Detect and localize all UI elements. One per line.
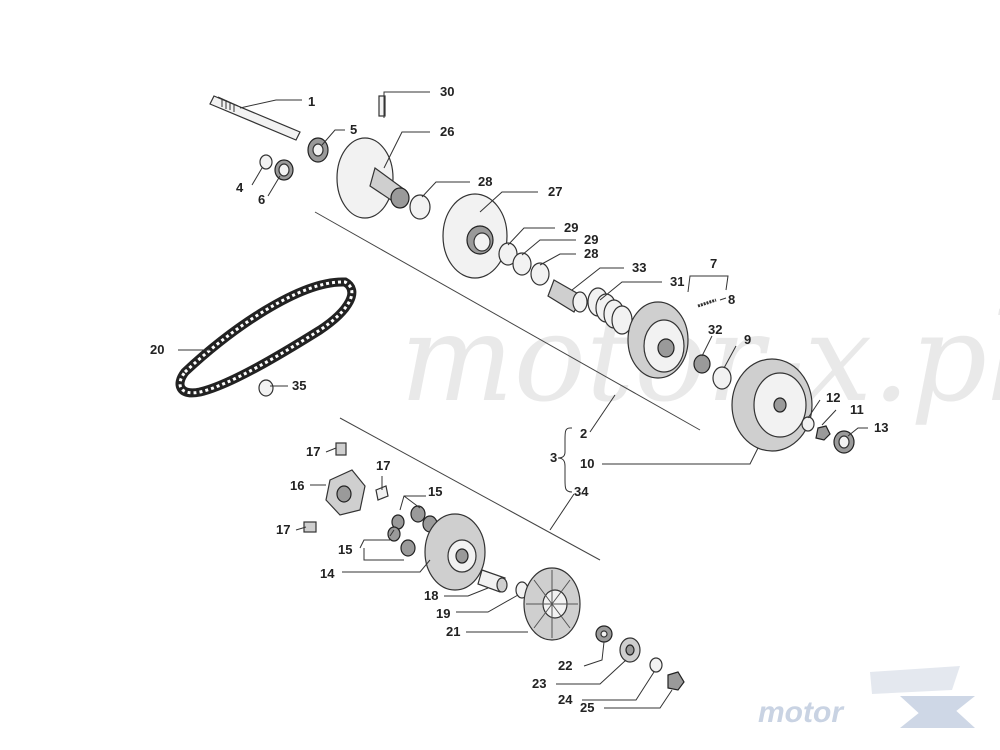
part-label-4: 4: [236, 180, 244, 195]
bearing-part: [619, 637, 641, 663]
part-label-17-c: 17: [276, 522, 290, 537]
bushing-part: [477, 569, 508, 593]
part-label-3: 3: [550, 450, 557, 465]
washer-part: [712, 366, 732, 390]
part-label-21: 21: [446, 624, 460, 639]
brand-logo: motor: [758, 666, 975, 729]
slider-part: [375, 485, 389, 501]
part-label-6: 6: [258, 192, 265, 207]
part-label-17-b: 17: [376, 458, 390, 473]
part-label-1: 1: [308, 94, 315, 109]
slider-part: [335, 442, 347, 456]
part-label-26: 26: [440, 124, 454, 139]
part-label-9: 9: [744, 332, 751, 347]
lower-divider-line: [339, 417, 601, 561]
part-label-25: 25: [580, 700, 594, 715]
fan-pulley-part: [523, 567, 581, 641]
part-label-2: 2: [580, 426, 587, 441]
shaft-part: [209, 95, 301, 141]
part-label-28-b: 28: [584, 246, 598, 261]
part-label-32: 32: [708, 322, 722, 337]
upper-divider-line: [314, 211, 701, 431]
washer-part: [649, 657, 663, 673]
part-label-35: 35: [292, 378, 306, 393]
part-label-28: 28: [478, 174, 492, 189]
part-label-30: 30: [440, 84, 454, 99]
part-label-18: 18: [424, 588, 438, 603]
o-ring-part: [409, 194, 431, 220]
part-label-29-b: 29: [584, 232, 598, 247]
circlip-part: [259, 154, 273, 170]
part-label-7: 7: [710, 256, 717, 271]
part-label-17: 17: [306, 444, 320, 459]
part-label-27: 27: [548, 184, 562, 199]
part-label-34: 34: [574, 484, 589, 499]
seal-part: [274, 159, 294, 181]
part-label-29: 29: [564, 220, 578, 235]
bearing-part: [833, 430, 855, 454]
leader-lines: [178, 91, 868, 709]
washer-part: [801, 416, 815, 432]
part-label-12: 12: [826, 390, 840, 405]
part-label-5: 5: [350, 122, 357, 137]
clutch-spring-part: [697, 298, 717, 308]
part-label-33: 33: [632, 260, 646, 275]
part-label-31: 31: [670, 274, 684, 289]
movable-half-pulley-part: [442, 193, 508, 279]
part-label-8: 8: [728, 292, 735, 307]
drive-belt-part: [175, 277, 357, 398]
sleeve-part: [547, 279, 588, 313]
clutch-shoe-assembly-part: [627, 301, 689, 379]
part-label-14: 14: [320, 566, 335, 581]
starter-gear-part: [595, 625, 613, 643]
variator-pulley-part: [424, 513, 486, 591]
clutch-bell-part: [731, 358, 813, 452]
part-label-22: 22: [558, 658, 572, 673]
o-ring-part: [512, 252, 532, 276]
o-ring-part: [530, 262, 550, 286]
o-ring-part: [498, 242, 518, 266]
spring-part: [587, 287, 633, 335]
part-label-16: 16: [290, 478, 304, 493]
part-label-20: 20: [150, 342, 164, 357]
part-label-15: 15: [428, 484, 442, 499]
ramp-plate-part: [325, 469, 366, 516]
part-label-13: 13: [874, 420, 888, 435]
pin-part: [378, 95, 386, 117]
logo-text: motor: [758, 696, 845, 729]
part-label-23: 23: [532, 676, 546, 691]
part-label-24: 24: [558, 692, 573, 707]
washer-part: [258, 379, 274, 397]
part-label-11: 11: [850, 402, 864, 417]
washer-part: [693, 354, 711, 374]
part-label-10: 10: [580, 456, 594, 471]
part-label-19: 19: [436, 606, 450, 621]
fixed-half-pulley-part: [336, 137, 410, 219]
nut-part: [815, 425, 831, 441]
nut-part: [667, 671, 685, 691]
part-label-15-b: 15: [338, 542, 352, 557]
slider-part: [303, 521, 317, 533]
